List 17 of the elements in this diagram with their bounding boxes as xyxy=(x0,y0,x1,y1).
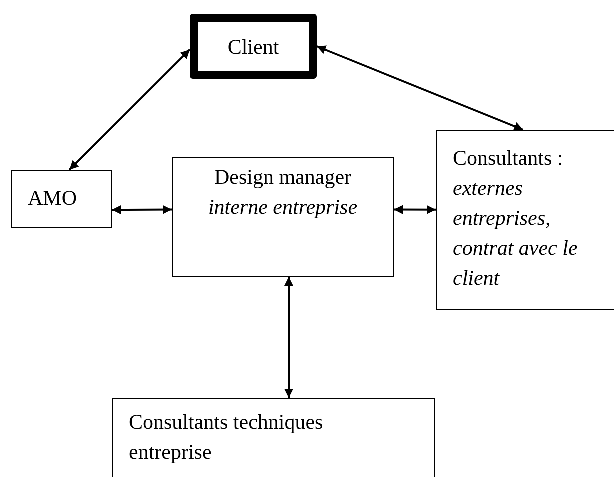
box-text: Consultants : xyxy=(453,145,564,172)
double-arrow xyxy=(284,277,294,398)
double-arrow xyxy=(316,46,524,131)
process-box xyxy=(190,14,317,79)
double-arrow xyxy=(112,205,172,214)
box-text: externes entreprises, contrat avec le client xyxy=(453,175,579,292)
process-box xyxy=(172,157,394,277)
box-text: Client xyxy=(228,34,280,60)
double-arrow xyxy=(68,49,191,171)
box-text: Consultants techniques entreprise xyxy=(129,409,324,466)
process-box xyxy=(112,398,435,477)
process-box xyxy=(436,130,614,310)
box-text: Design manager xyxy=(214,164,352,191)
box-text: AMO xyxy=(28,185,78,212)
double-arrow xyxy=(394,205,436,214)
process-box xyxy=(11,170,112,228)
box-text: interne entreprise xyxy=(208,194,358,221)
